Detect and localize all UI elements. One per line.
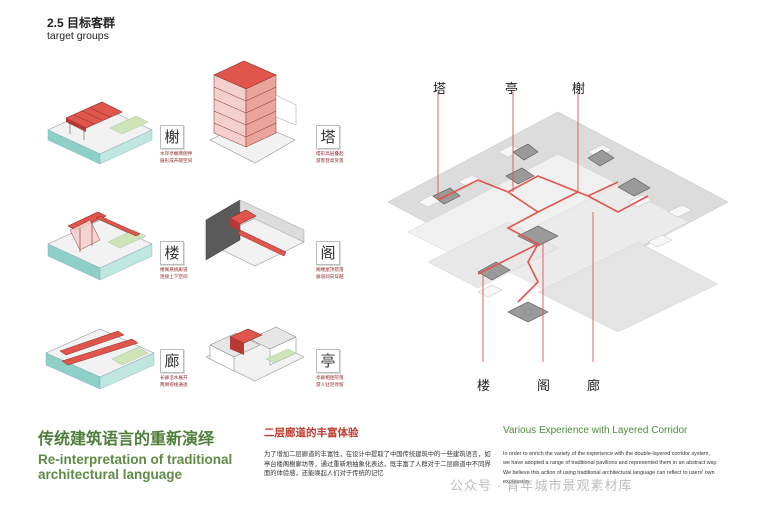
section-title: 2.5 目标客群 <box>47 16 116 30</box>
map-label-ta: 塔 <box>433 82 447 97</box>
label-char-lang: 廊 <box>160 349 184 373</box>
caption-ting: 亭廊相连院落游人驻足停留 <box>316 376 344 388</box>
axonometric-site-map <box>388 92 728 362</box>
watermark: 公众号 · 青年城市景观素材库 <box>450 478 633 493</box>
label-char-xie: 榭 <box>160 125 184 149</box>
illustration-ting <box>205 326 305 382</box>
map-label-ge: 阁 <box>537 379 551 394</box>
caption-ge: 阁楼屋顶错落廊道斜向穿越 <box>316 268 344 280</box>
section-subtitle: target groups <box>47 30 109 42</box>
map-label-xie: 榭 <box>572 82 586 97</box>
illustration-ge <box>205 199 305 267</box>
caption-xie: 水岸亭榭两侧伸展形成开敞空间 <box>160 152 193 164</box>
label-char-ta: 塔 <box>316 125 340 149</box>
heading-corridor-en: Various Experience with Layered Corridor <box>503 425 688 436</box>
paragraph-corridor-cn: 为了增加二层廊道的丰富性，在设计中提取了中国传统建筑中的一些建筑语言，如亭台楼阁… <box>264 451 491 477</box>
heading-en-reinterpretation: Re-interpretation of traditional archite… <box>38 452 233 482</box>
label-char-ge: 阁 <box>316 241 340 265</box>
illustration-ta <box>209 60 297 164</box>
illustration-lang <box>45 328 155 390</box>
caption-lang: 长廊沿水展开两侧视线通透 <box>160 376 188 388</box>
map-label-ting: 亭 <box>505 82 519 97</box>
caption-ta: 塔形高层叠起游客登高赏景 <box>316 152 344 164</box>
paragraph-corridor-en: In order to enrich the variety of the ex… <box>503 451 718 485</box>
map-label-lang: 廊 <box>587 379 601 394</box>
illustration-xie <box>47 101 153 165</box>
illustration-lou <box>47 211 153 281</box>
heading-corridor-cn: 二层廊道的丰富体验 <box>264 427 359 439</box>
label-char-ting: 亭 <box>316 349 340 373</box>
label-char-lou: 楼 <box>160 241 184 265</box>
caption-lou: 楼阁悬挑廊道连接上下空间 <box>160 268 188 280</box>
map-label-lou: 楼 <box>477 379 491 394</box>
heading-cn-reinterpretation: 传统建筑语言的重新演绎 <box>38 431 215 448</box>
